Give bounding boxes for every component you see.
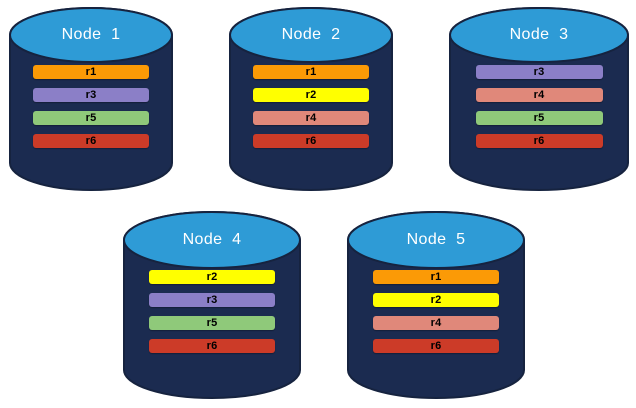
replica-label: r6 — [533, 134, 545, 147]
replica-bar[interactable]: r2 — [373, 293, 499, 307]
replica-label: r3 — [206, 293, 218, 306]
replica-bar[interactable]: r3 — [149, 293, 275, 307]
replica-bar[interactable]: r6 — [33, 134, 149, 148]
cylinder-top-disc — [347, 211, 525, 269]
replica-list: r3 r4 r5 r6 — [448, 65, 630, 148]
replica-label: r1 — [85, 65, 97, 78]
replica-bar[interactable]: r4 — [253, 111, 369, 125]
replica-bar[interactable]: r3 — [475, 65, 603, 79]
replica-bar[interactable]: r1 — [33, 65, 149, 79]
replica-bar[interactable]: r6 — [373, 339, 499, 353]
replica-label: r4 — [533, 88, 545, 101]
replica-bar[interactable]: r2 — [149, 270, 275, 284]
replica-bar[interactable]: r3 — [33, 88, 149, 102]
cylinder-top-disc — [229, 7, 393, 63]
replica-label: r3 — [85, 88, 97, 101]
replica-bar[interactable]: r6 — [149, 339, 275, 353]
replica-label: r2 — [305, 88, 317, 101]
replica-bar[interactable]: r5 — [475, 111, 603, 125]
replica-bar[interactable]: r6 — [475, 134, 603, 148]
cylinder-top-disc — [449, 7, 629, 63]
replica-list: r1 r2 r4 r6 — [228, 65, 394, 148]
replica-label: r2 — [430, 293, 442, 306]
replica-bar[interactable]: r1 — [373, 270, 499, 284]
replica-bar[interactable]: r5 — [149, 316, 275, 330]
replica-bar[interactable]: r6 — [253, 134, 369, 148]
replica-bar[interactable]: r4 — [475, 88, 603, 102]
replica-label: r5 — [206, 316, 218, 329]
replica-bar[interactable]: r4 — [373, 316, 499, 330]
replica-label: r5 — [533, 111, 545, 124]
replica-label: r5 — [85, 111, 97, 124]
replica-bar[interactable]: r2 — [253, 88, 369, 102]
replica-label: r6 — [305, 134, 317, 147]
replica-list: r2 r3 r5 r6 — [122, 270, 302, 353]
replica-label: r6 — [430, 339, 442, 352]
replica-label: r6 — [85, 134, 97, 147]
replica-list: r1 r2 r4 r6 — [346, 270, 526, 353]
cylinder-top-disc — [123, 211, 301, 269]
replica-label: r3 — [533, 65, 545, 78]
replica-list: r1 r3 r5 r6 — [8, 65, 174, 148]
replica-label: r2 — [206, 270, 218, 283]
replica-label: r1 — [305, 65, 317, 78]
replica-label: r4 — [305, 111, 317, 124]
replica-label: r4 — [430, 316, 442, 329]
replica-bar[interactable]: r1 — [253, 65, 369, 79]
replica-label: r6 — [206, 339, 218, 352]
replica-bar[interactable]: r5 — [33, 111, 149, 125]
cylinder-top-disc — [9, 7, 173, 63]
replica-label: r1 — [430, 270, 442, 283]
